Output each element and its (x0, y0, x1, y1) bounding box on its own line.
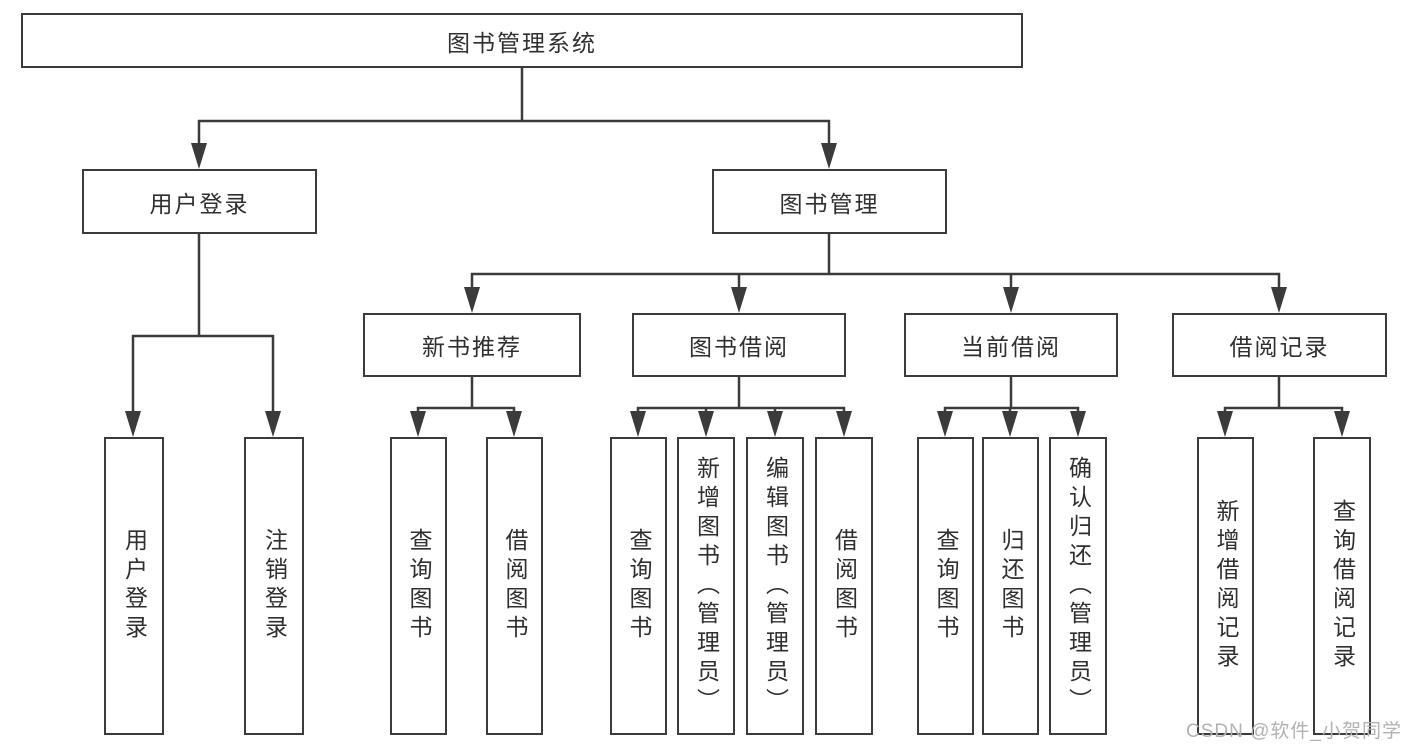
node-current-borrowing: 当前借阅 (904, 313, 1118, 377)
leaf-logout: 注销登录 (244, 437, 304, 735)
node-label: 借阅记录 (1229, 334, 1330, 360)
node-label: 查询图书 (406, 528, 432, 644)
node-borrowing-records: 借阅记录 (1172, 313, 1387, 377)
node-label: 新书推荐 (422, 334, 522, 360)
node-label: 图书管理系统 (447, 29, 597, 56)
leaf-add-borrow-record: 新增借阅记录 (1197, 437, 1254, 735)
leaf-query-books-borrowing: 查询图书 (610, 437, 667, 735)
leaf-return-books: 归还图书 (982, 437, 1039, 735)
node-label: 用户登录 (121, 528, 148, 644)
node-label: 借阅图书 (831, 528, 858, 644)
csdn-watermark: CSDN @软件_小贺同学 (1186, 721, 1402, 742)
node-label: 当前借阅 (961, 334, 1061, 360)
node-label: 图书管理 (779, 190, 880, 217)
node-label: 查询借阅记录 (1329, 499, 1356, 673)
node-label: 用户登录 (149, 190, 250, 217)
leaf-query-books-recommendation: 查询图书 (390, 437, 447, 735)
leaf-add-book-admin: 新增图书（管理员） (677, 437, 735, 735)
leaf-user-login: 用户登录 (104, 437, 164, 735)
node-label: 新增图书（管理员） (693, 455, 720, 717)
node-label: 借阅图书 (502, 528, 528, 644)
node-new-book-recommendation: 新书推荐 (363, 313, 581, 377)
leaf-borrow-books-borrowing: 借阅图书 (815, 437, 873, 735)
node-label: 图书借阅 (689, 334, 789, 360)
leaf-query-books-current: 查询图书 (917, 437, 974, 735)
node-user-login: 用户登录 (82, 169, 317, 234)
node-book-management: 图书管理 (712, 169, 947, 234)
leaf-borrow-books-recommendation: 借阅图书 (486, 437, 543, 735)
node-label: 查询图书 (933, 528, 959, 644)
node-label: 编辑图书（管理员） (762, 455, 789, 717)
node-label: 确认归还（管理员） (1065, 455, 1092, 717)
leaf-edit-book-admin: 编辑图书（管理员） (746, 437, 804, 735)
node-book-borrowing: 图书借阅 (632, 313, 846, 377)
node-library-management-system: 图书管理系统 (21, 13, 1023, 68)
leaf-query-borrow-record: 查询借阅记录 (1313, 437, 1371, 735)
leaf-confirm-return-admin: 确认归还（管理员） (1049, 437, 1107, 735)
node-label: 新增借阅记录 (1213, 499, 1239, 673)
node-label: 归还图书 (998, 528, 1024, 644)
node-label: 查询图书 (626, 528, 652, 644)
node-label: 注销登录 (261, 528, 288, 644)
